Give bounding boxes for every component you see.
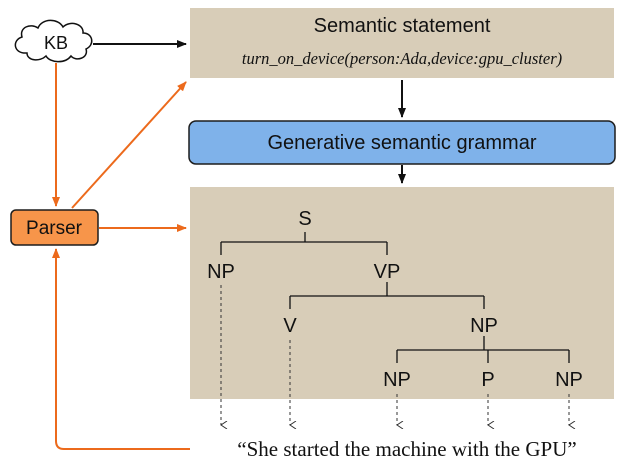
- parser-label: Parser: [26, 218, 83, 239]
- cloud-icon: [14, 19, 93, 63]
- grammar-box: [188, 120, 616, 165]
- tree-node-s: S: [298, 208, 311, 230]
- parser-box: [10, 209, 99, 246]
- tree-node-np-object: NP: [470, 315, 498, 337]
- arrow-sentence-to-parser: [52, 248, 190, 450]
- kb-label: KB: [44, 33, 68, 53]
- kb-node: KB: [14, 19, 93, 63]
- input-sentence: “She started the machine with the GPU”: [237, 437, 576, 461]
- parse-tree-panel: [190, 187, 614, 399]
- semantic-statement-title: Semantic statement: [314, 15, 491, 37]
- arrow-parser-to-semantic: [71, 81, 187, 209]
- parse-tree-branches: [220, 232, 570, 363]
- semantic-formula: turn_on_device(person:Ada,device:gpu_clu…: [242, 49, 562, 68]
- tree-node-np-noun: NP: [383, 369, 411, 391]
- tree-node-p: P: [481, 369, 494, 391]
- tree-node-np-instrument: NP: [555, 369, 583, 391]
- semantic-statement-panel: [190, 8, 614, 78]
- tree-node-vp: VP: [374, 261, 401, 283]
- tree-node-np-subject: NP: [207, 261, 235, 283]
- leaf-dashed-arrows: [221, 285, 569, 425]
- tree-node-v: V: [283, 315, 297, 337]
- grammar-label: Generative semantic grammar: [268, 132, 537, 154]
